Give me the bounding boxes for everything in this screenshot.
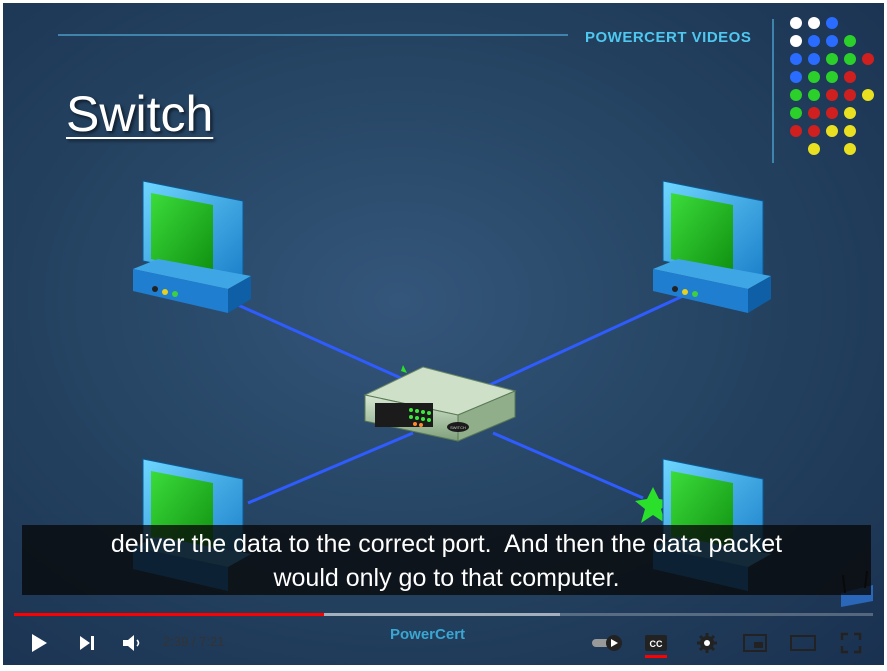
settings-button[interactable] [690, 620, 724, 665]
duration: 7:21 [199, 634, 225, 649]
logo-dot [808, 35, 820, 47]
time-display: 2:39 / 7:21 [163, 634, 224, 649]
data-packet-star [635, 487, 671, 523]
video-frame[interactable]: SWITCH POWERCERT VIDEOS Switch deliver t… [3, 3, 884, 665]
logo-dot [808, 17, 820, 29]
logo-dot [826, 35, 838, 47]
logo-dot [826, 125, 838, 137]
logo-dot [808, 71, 820, 83]
switch-label: SWITCH [450, 425, 466, 430]
next-icon [80, 635, 94, 650]
logo-dot [862, 53, 874, 65]
logo-dot [790, 53, 802, 65]
logo-dot [790, 125, 802, 137]
logo-dot [844, 35, 856, 47]
logo-dot [844, 143, 856, 155]
play-button[interactable] [22, 620, 56, 665]
logo-dot [808, 143, 820, 155]
play-icon [32, 633, 47, 652]
logo-dot [808, 89, 820, 101]
volume-icon [123, 634, 140, 651]
fullscreen-icon [840, 632, 862, 653]
logo-dot [826, 17, 838, 29]
caption-line-1: deliver the data to the correct port. An… [110, 530, 783, 558]
logo-dot [862, 89, 874, 101]
slide-title: Switch [66, 86, 214, 142]
computer-top-right [653, 180, 771, 313]
captions-button[interactable]: CC [641, 620, 671, 665]
logo-dot [808, 125, 820, 137]
logo-dot [844, 53, 856, 65]
network-switch: SWITCH [363, 366, 517, 442]
logo-dot [844, 71, 856, 83]
current-time: 2:39 [163, 634, 189, 649]
data-packet-star-small [401, 365, 407, 373]
network-cables [217, 294, 684, 505]
logo-dot [790, 71, 802, 83]
autoplay-toggle[interactable] [588, 620, 628, 665]
powercert-logo-dots [790, 17, 874, 155]
volume-button[interactable] [115, 620, 149, 665]
theater-button[interactable] [786, 620, 820, 665]
miniplayer-icon [743, 633, 767, 652]
logo-dot [826, 53, 838, 65]
logo-dot [790, 17, 802, 29]
miniplayer-button[interactable] [738, 620, 772, 665]
settings-icon [697, 632, 717, 653]
logo-dot [844, 89, 856, 101]
logo-dot [826, 89, 838, 101]
brand-text: POWERCERT VIDEOS [585, 29, 752, 46]
progress-bar[interactable] [14, 613, 873, 616]
caption-line-2: would only go to that computer. [273, 564, 620, 592]
logo-dot [844, 107, 856, 119]
powercert-watermark: PowerCert [390, 626, 466, 643]
player-controls: 2:39 / 7:21 PowerCert CC [0, 620, 887, 665]
logo-dot [790, 107, 802, 119]
logo-dot [790, 89, 802, 101]
progress-played [14, 613, 325, 616]
captions-active-indicator [645, 655, 667, 658]
logo-dot [808, 107, 820, 119]
computer-top-left [133, 180, 251, 313]
theater-icon [790, 634, 816, 651]
logo-dot [826, 107, 838, 119]
logo-dot [790, 35, 802, 47]
captions-icon: CC [645, 634, 667, 651]
autoplay-toggle-icon [592, 634, 622, 651]
logo-dot [808, 53, 820, 65]
logo-dot [844, 125, 856, 137]
time-separator: / [188, 634, 200, 649]
caption-box: deliver the data to the correct port. An… [22, 525, 871, 595]
fullscreen-button[interactable] [834, 620, 868, 665]
logo-dot [826, 71, 838, 83]
next-button[interactable] [70, 620, 104, 665]
svg-text:CC: CC [650, 639, 663, 649]
